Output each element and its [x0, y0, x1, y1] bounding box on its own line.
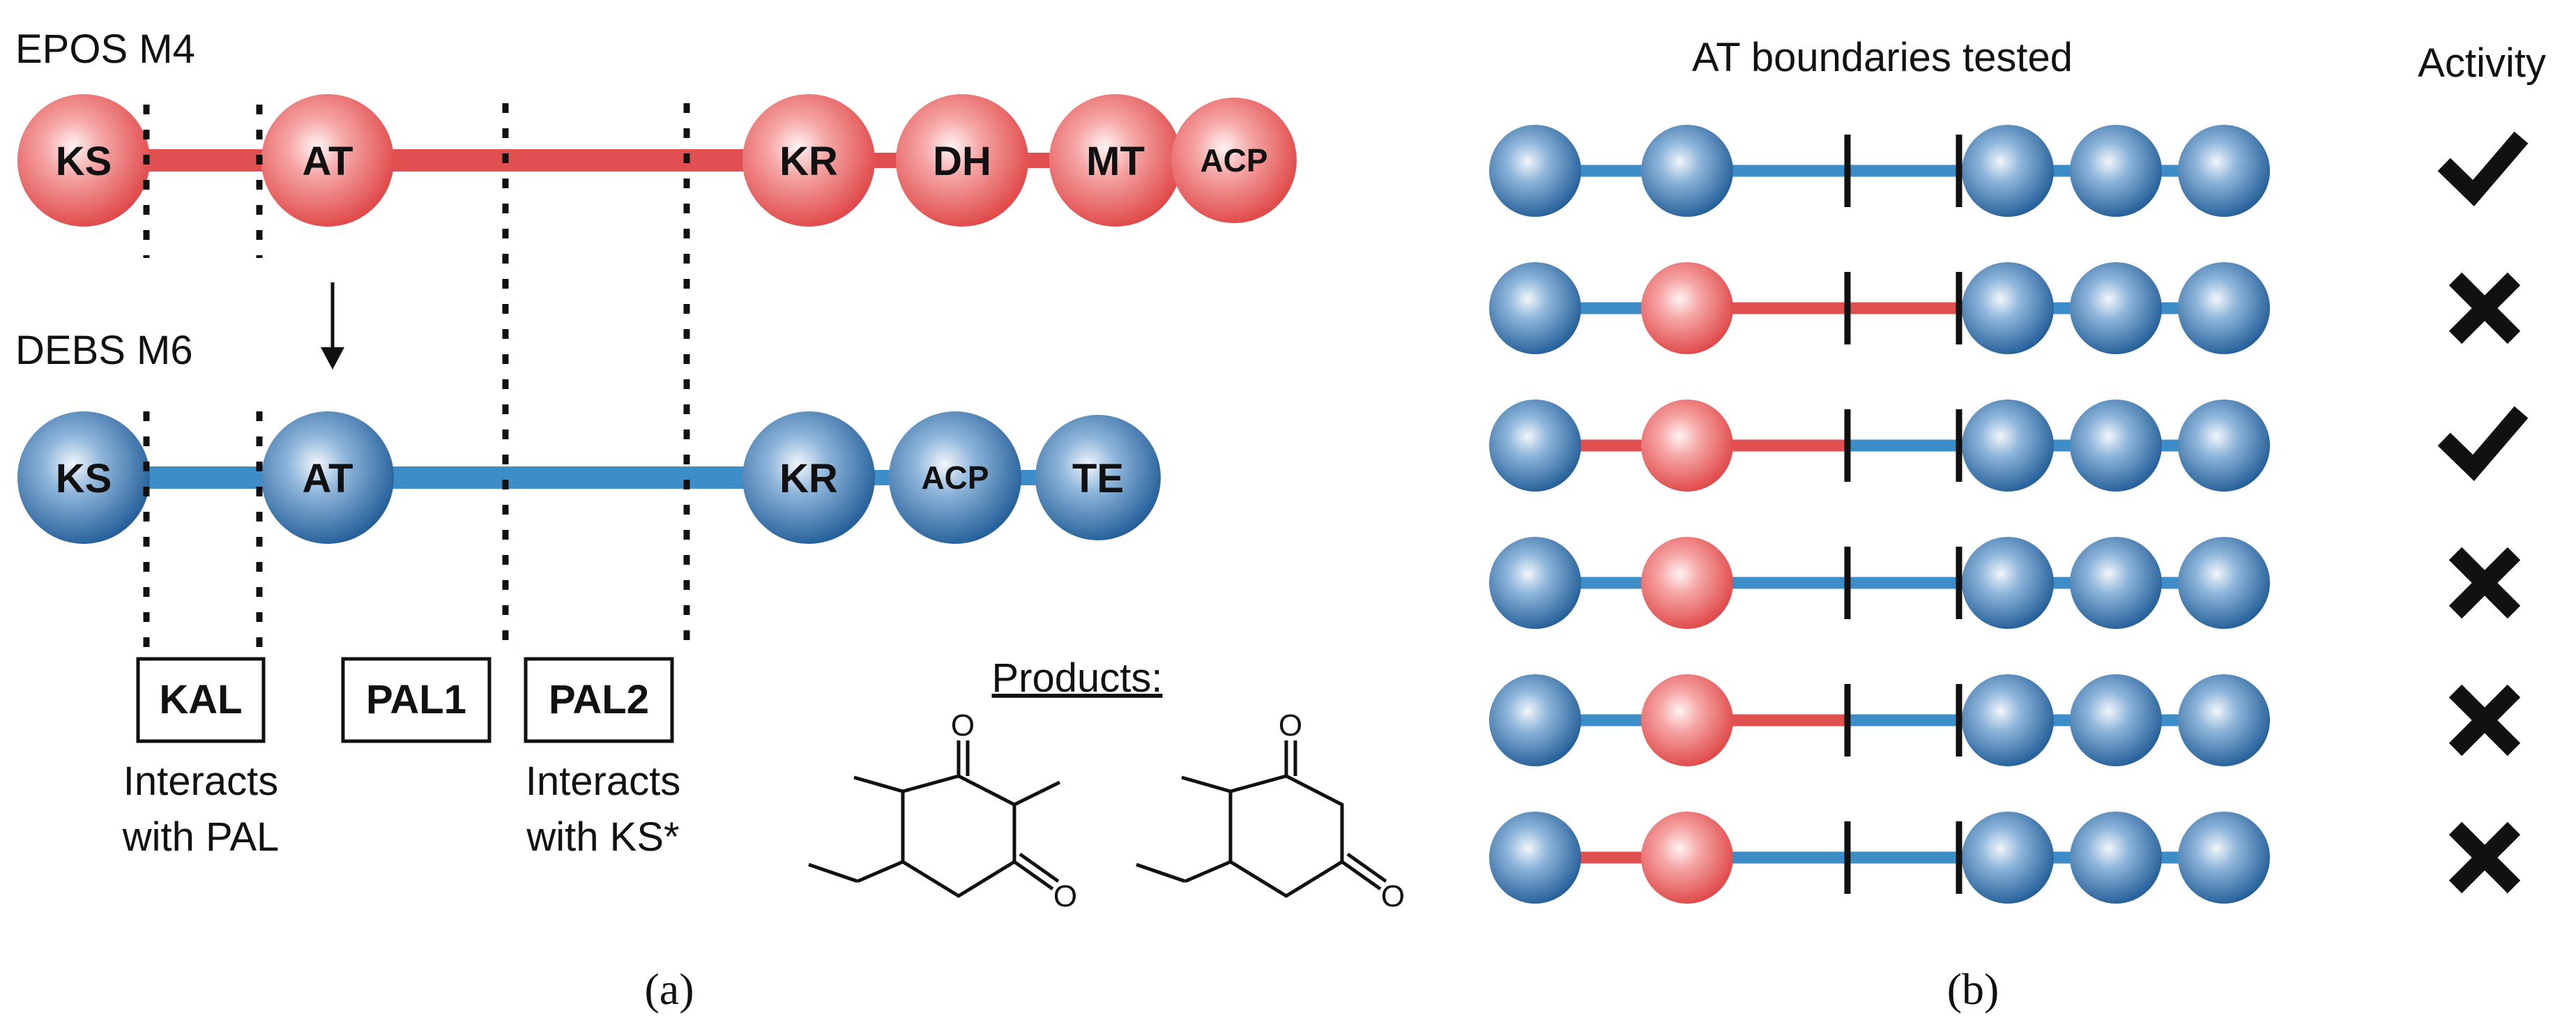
svg-text:ACP: ACP	[921, 459, 989, 496]
caption-a: (a)	[644, 964, 694, 1014]
product-structure-2	[1136, 740, 1387, 898]
row-domain-downstream	[2070, 812, 2162, 904]
row-domain-ks	[1489, 674, 1581, 766]
svg-text:AT: AT	[302, 456, 353, 501]
row-domain-ks	[1489, 400, 1581, 492]
row-domain-at	[1641, 125, 1733, 217]
row-domain-downstream	[2070, 125, 2162, 217]
row-domain-downstream	[2178, 125, 2270, 217]
product-2-oxygen-right: O	[1381, 879, 1405, 913]
boundary-row	[1489, 674, 2521, 766]
svg-text:PAL2: PAL2	[549, 677, 649, 722]
row-domain-ks	[1489, 262, 1581, 354]
debs-domain-te: TE	[1035, 415, 1161, 540]
row-domain-at	[1641, 812, 1733, 904]
row-domain-downstream	[2178, 262, 2270, 354]
svg-text:DH: DH	[933, 139, 991, 184]
row-domain-downstream	[2178, 537, 2270, 629]
row-domain-at	[1641, 537, 1733, 629]
epos-m4-title: EPOS M4	[15, 26, 195, 72]
svg-text:ACP: ACP	[1200, 142, 1267, 178]
row-domain-downstream	[1962, 674, 2054, 766]
svg-text:KR: KR	[779, 139, 838, 184]
row-domain-downstream	[2178, 674, 2270, 766]
activity-cross-icon	[2448, 272, 2521, 344]
svg-text:MT: MT	[1086, 139, 1145, 184]
panel-b: AT boundaries tested Activity (b)	[1489, 35, 2546, 1014]
svg-text:TE: TE	[1072, 456, 1124, 501]
boundary-row	[1489, 812, 2521, 904]
row-domain-at	[1641, 674, 1733, 766]
row-domain-downstream	[1962, 125, 2054, 217]
boundary-row	[1489, 262, 2521, 354]
row-domain-at	[1641, 400, 1733, 492]
row-domain-ks	[1489, 812, 1581, 904]
product-1-oxygen-top: O	[951, 708, 975, 743]
product-1-oxygen-right: O	[1053, 879, 1077, 913]
linker-box-pal2: PAL2	[524, 657, 674, 743]
row-domain-downstream	[2070, 400, 2162, 492]
epos-domain-mt: MT	[1049, 94, 1182, 227]
activity-check-icon	[2437, 406, 2529, 481]
svg-text:KR: KR	[779, 456, 838, 501]
svg-text:KAL: KAL	[159, 677, 242, 722]
boundary-row	[1489, 125, 2529, 217]
row-domain-downstream	[2070, 537, 2162, 629]
product-2-oxygen-top: O	[1279, 708, 1302, 743]
activity-check-icon	[2437, 131, 2529, 206]
swap-arrow	[321, 282, 344, 370]
svg-text:KS: KS	[56, 139, 112, 184]
pal2-note-line2: with KS*	[526, 814, 679, 860]
row-domain-downstream	[2178, 812, 2270, 904]
epos-m4-module: KS AT KR DH MT ACP	[17, 94, 1297, 227]
kal-note-line1: Interacts	[123, 759, 278, 804]
svg-text:KS: KS	[56, 456, 112, 501]
product-structure-1	[808, 740, 1061, 898]
epos-domain-acp: ACP	[1171, 98, 1297, 223]
panel-a: EPOS M4 DEBS M6 KS AT KR DH	[15, 26, 1405, 1014]
boundary-lines	[143, 103, 690, 652]
row-domain-downstream	[1962, 537, 2054, 629]
caption-b: (b)	[1947, 964, 1999, 1014]
row-domain-at	[1641, 262, 1733, 354]
debs-m6-title: DEBS M6	[15, 328, 193, 373]
linker-box-kal: KAL	[136, 657, 266, 743]
svg-text:AT: AT	[302, 139, 353, 184]
linker-box-pal1: PAL1	[341, 657, 491, 743]
row-domain-downstream	[2070, 674, 2162, 766]
epos-domain-dh: DH	[896, 94, 1028, 227]
debs-domain-at: AT	[261, 411, 394, 544]
at-boundaries-title: AT boundaries tested	[1692, 35, 2073, 80]
svg-text:PAL1: PAL1	[366, 677, 466, 722]
kal-note-line2: with PAL	[122, 814, 280, 860]
debs-domain-acp: ACP	[889, 411, 1021, 544]
activity-cross-icon	[2448, 684, 2521, 757]
row-domain-downstream	[1962, 400, 2054, 492]
debs-domain-kr: KR	[742, 411, 875, 544]
activity-cross-icon	[2448, 821, 2521, 894]
activity-cross-icon	[2448, 547, 2521, 619]
activity-header: Activity	[2418, 40, 2546, 86]
boundary-row	[1489, 400, 2529, 492]
products-label: Products:	[992, 655, 1163, 701]
debs-m6-module: KS AT KR ACP TE	[17, 411, 1161, 544]
row-domain-downstream	[2178, 400, 2270, 492]
row-domain-ks	[1489, 537, 1581, 629]
epos-domain-at: AT	[261, 94, 394, 227]
row-domain-ks	[1489, 125, 1581, 217]
row-domain-downstream	[1962, 262, 2054, 354]
debs-domain-ks: KS	[17, 411, 150, 544]
boundary-rows	[1489, 125, 2529, 904]
pal2-note-line1: Interacts	[526, 759, 680, 804]
row-domain-downstream	[1962, 812, 2054, 904]
epos-domain-kr: KR	[742, 94, 875, 227]
epos-domain-ks: KS	[17, 94, 150, 227]
boundary-row	[1489, 537, 2521, 629]
row-domain-downstream	[2070, 262, 2162, 354]
